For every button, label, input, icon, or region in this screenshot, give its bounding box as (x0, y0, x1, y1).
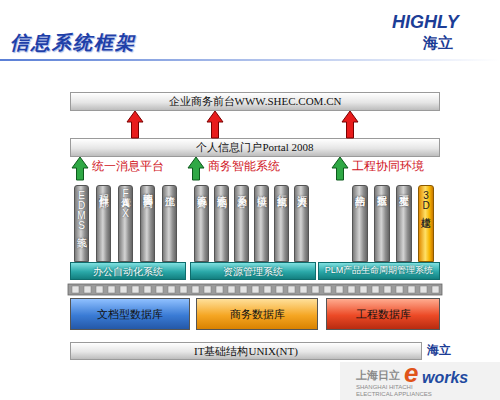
rack-tooth (276, 286, 283, 293)
rack-tooth (240, 286, 247, 293)
module-column: EDMS系统 (74, 185, 89, 262)
rack-tooth (204, 286, 211, 293)
layer-band: 个人信息门户Portal 2008 (70, 138, 440, 157)
group-heading: 统一消息平台 (92, 160, 164, 173)
rack-tooth (372, 286, 379, 293)
block-arrow (72, 157, 88, 180)
block-arrow (342, 111, 358, 138)
module-column: 工程数据 (374, 185, 390, 262)
rack-tooth (288, 286, 295, 293)
rack-tooth (336, 286, 343, 293)
layer-band: IT基础结构UNIX(NT) (70, 342, 422, 360)
block-arrow (188, 157, 204, 180)
block-arrow (127, 111, 143, 138)
rack-tooth (180, 286, 187, 293)
module-column: 内容管理系统 (140, 185, 155, 262)
node-label: PLM产品生命周期管理系统 (325, 266, 434, 276)
group-heading: 工程协同环境 (352, 160, 424, 173)
rack-tooth (408, 286, 415, 293)
database-box: 工程数据库 (326, 298, 440, 330)
footer-shade (340, 362, 500, 400)
module-column: 产品结构 (352, 185, 368, 262)
rack-tooth (348, 286, 355, 293)
company-name: ELECTRICAL APPLIANCES (356, 391, 432, 397)
node-label: 资源管理系统 (223, 266, 283, 277)
system-bar: 办公自动化系统 (70, 262, 186, 280)
rack-teeth (72, 286, 439, 293)
module-column: 邮件日程 (96, 185, 111, 262)
node-label: 商务数据库 (230, 308, 285, 320)
diagram-title: 信息系统框架 (10, 30, 136, 56)
node-label: 个人信息门户Portal 2008 (196, 141, 313, 153)
rack-tooth (216, 286, 223, 293)
database-box: 商务数据库 (196, 298, 318, 330)
rack-tooth (300, 286, 307, 293)
rack-tooth (384, 286, 391, 293)
module-column: 工程变更 (396, 185, 412, 262)
system-bar: PLM产品生命周期管理系统 (318, 262, 440, 280)
company-name: 上海日立 (356, 370, 400, 381)
rack-tooth (120, 286, 127, 293)
module-column: 客户关系 (234, 185, 249, 262)
module-column: 3D建模 (418, 185, 434, 262)
rack-tooth (84, 286, 91, 293)
rack-tooth (324, 286, 331, 293)
rack-tooth (420, 286, 427, 293)
rack-tooth (96, 286, 103, 293)
system-group: 统一消息平台EDMS系统邮件日程传真FAX内容管理系统工作流办公自动化系统 (68, 180, 188, 281)
rack-tooth (432, 286, 439, 293)
rack-strip (68, 284, 442, 295)
brand-logo: 海立 (423, 35, 453, 50)
node-label: 工程数据库 (356, 308, 411, 320)
module-column: 供应链 (254, 185, 269, 262)
module-column: 财务系统 (194, 185, 209, 262)
system-group: 工程协同环境产品结构工程数据工程变更3D建模PLM产品生命周期管理系统 (318, 180, 442, 281)
node-label: 企业商务前台WWW.SHEC.COM.CN (169, 95, 342, 107)
rack-tooth (168, 286, 175, 293)
rack-tooth (312, 286, 319, 293)
watermark: e (404, 360, 418, 386)
node-label: IT基础结构UNIX(NT) (194, 345, 298, 357)
group-heading: 商务智能系统 (208, 160, 280, 173)
watermark: works (422, 370, 468, 386)
layer-band: 企业商务前台WWW.SHEC.COM.CN (70, 92, 440, 111)
node-label: 文档型数据库 (97, 308, 163, 320)
system-bar: 资源管理系统 (190, 262, 316, 280)
block-arrow (207, 111, 223, 138)
rack-tooth (264, 286, 271, 293)
system-group: 商务智能系统财务系统制造系统客户关系供应链车间执行人力资源资源管理系统 (188, 180, 318, 281)
node-label: EDMS系统 (76, 190, 87, 228)
module-column: 制造系统 (214, 185, 229, 262)
brand-mark: 海立 (427, 344, 451, 356)
module-column: 传真FAX (118, 185, 133, 262)
module-column: 工作流 (162, 185, 177, 262)
rack-tooth (396, 286, 403, 293)
brand-logo: HIGHLY (392, 13, 459, 31)
rack-tooth (108, 286, 115, 293)
node-label: 3D建模 (421, 190, 432, 208)
module-column: 车间执行 (274, 185, 289, 262)
block-arrow (332, 157, 348, 180)
rack-tooth (156, 286, 163, 293)
rack-tooth (144, 286, 151, 293)
module-column: 人力资源 (294, 185, 309, 262)
rack-tooth (252, 286, 259, 293)
node-label: 办公自动化系统 (93, 266, 163, 277)
rack-tooth (228, 286, 235, 293)
rack-tooth (132, 286, 139, 293)
header-rule (0, 59, 500, 61)
node-label: 传真FAX (120, 190, 131, 218)
rack-tooth (360, 286, 367, 293)
rack-tooth (72, 286, 79, 293)
rack-tooth (192, 286, 199, 293)
database-box: 文档型数据库 (70, 298, 190, 330)
